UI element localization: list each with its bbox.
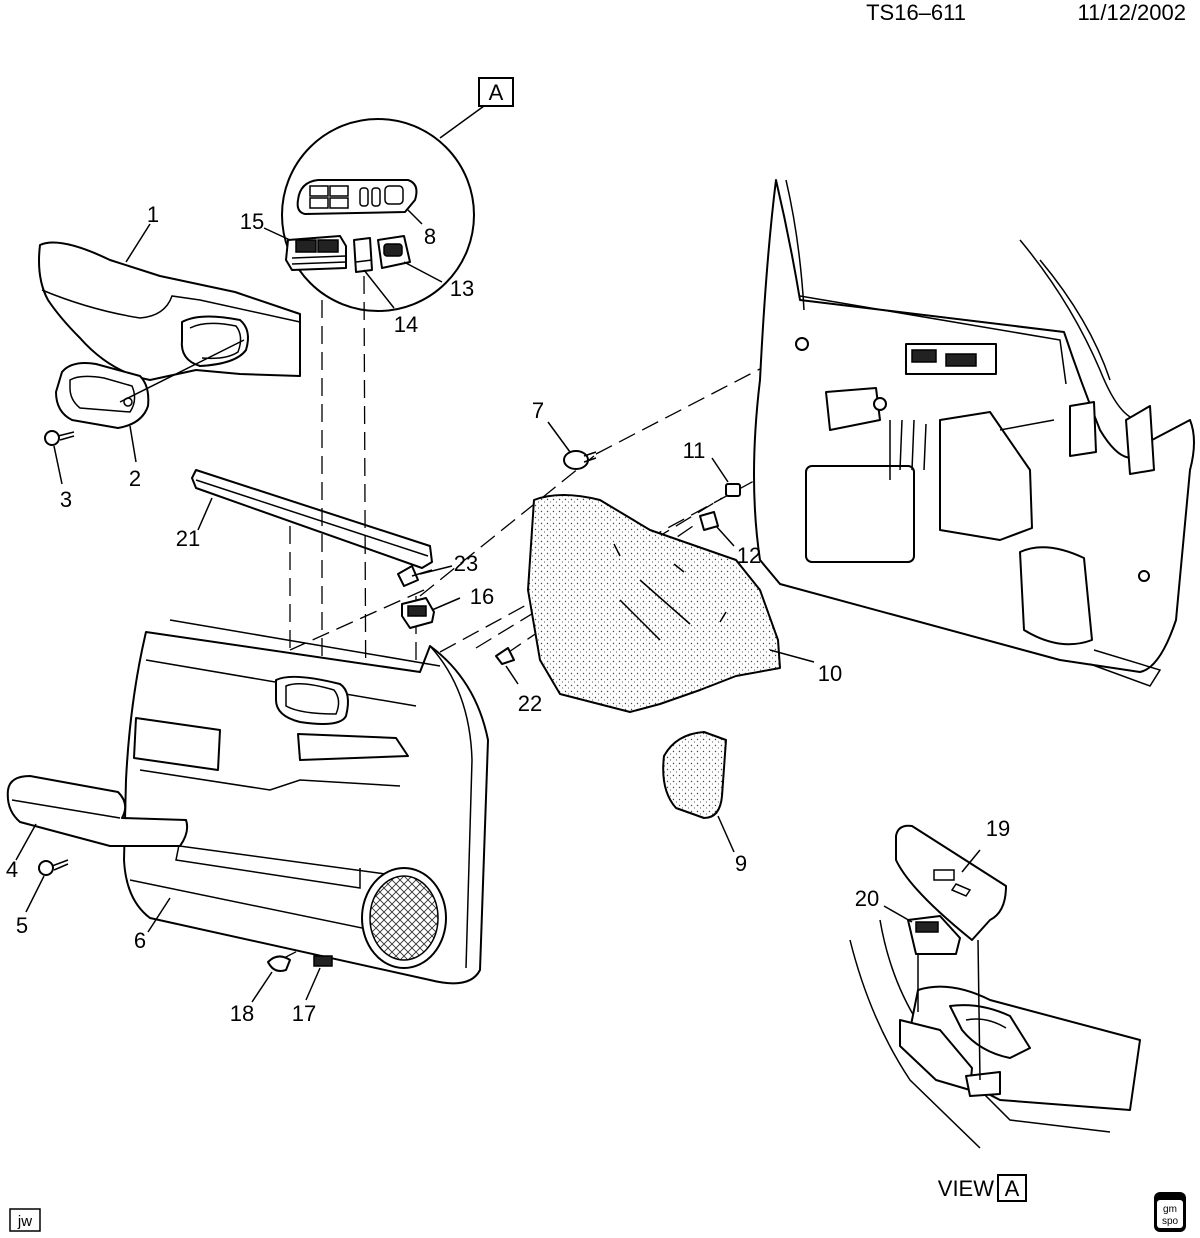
view-caption-letter-box: A — [997, 1174, 1027, 1202]
callout-15: 15 — [240, 209, 264, 234]
callout-16: 16 — [470, 584, 494, 609]
armrest-pull-handle — [6, 775, 189, 847]
callout-13: 13 — [450, 276, 474, 301]
window-sealing-strip — [191, 469, 433, 569]
callout-22: 22 — [518, 691, 542, 716]
callout-11: 11 — [683, 438, 706, 463]
callout-4: 4 — [6, 857, 18, 882]
reflector-clip — [313, 955, 333, 967]
view-a-reference-box: A — [478, 77, 514, 107]
callout-12: 12 — [737, 543, 761, 568]
window-switch-bezel-view-a — [895, 824, 1007, 941]
switch-bezel — [296, 179, 418, 215]
lock-switch — [353, 237, 373, 273]
callout-10: 10 — [818, 661, 842, 686]
mirror-switch — [377, 235, 411, 269]
gm-spo-logo: gm spo — [1154, 1192, 1186, 1232]
callout-21: 21 — [176, 526, 200, 551]
view-a-leader — [439, 105, 485, 139]
detail-circle — [281, 118, 475, 312]
drawing-id: TS16–611 — [866, 0, 966, 25]
water-deflector — [527, 494, 781, 713]
pull-cup-bezel — [55, 362, 150, 429]
callout-18: 18 — [230, 1001, 254, 1026]
callout-20: 20 — [855, 886, 879, 911]
drawing-date: 11/12/2002 — [1078, 0, 1186, 25]
svg-text:spo: spo — [1162, 1216, 1179, 1227]
trim-bolt — [397, 565, 433, 587]
view-caption-label: VIEW — [938, 1176, 994, 1201]
door-inner-panel — [753, 179, 1195, 687]
svg-text:jw: jw — [17, 1213, 32, 1230]
callout-17: 17 — [292, 1001, 316, 1026]
courtesy-lamp-switch — [401, 597, 435, 629]
svg-text:gm: gm — [1163, 1204, 1177, 1215]
door-trim-panel — [123, 619, 489, 985]
svg-text:A: A — [1005, 1176, 1020, 1201]
callout-1: 1 — [147, 202, 159, 227]
door-upper-trim-panel — [38, 241, 301, 381]
svg-text:A: A — [489, 80, 504, 105]
door-plug — [563, 450, 597, 470]
sound-insulator-pad — [662, 731, 727, 819]
view-a-inset — [849, 919, 1141, 1149]
callout-5: 5 — [16, 913, 28, 938]
callout-7: 7 — [532, 398, 544, 423]
screw — [44, 430, 75, 446]
callout-9: 9 — [735, 851, 747, 876]
callout-19: 19 — [986, 816, 1010, 841]
water-deflector-clip — [725, 483, 741, 497]
callout-23: 23 — [454, 551, 478, 576]
callout-8: 8 — [424, 224, 436, 249]
retainer-clip — [267, 955, 291, 972]
callout-2: 2 — [129, 466, 141, 491]
callout-14: 14 — [394, 312, 418, 337]
callout-3: 3 — [60, 487, 72, 512]
artist-initials-box: jw — [9, 1208, 41, 1232]
window-switch-block — [285, 235, 347, 271]
retainer-pin — [495, 647, 515, 665]
callout-6: 6 — [134, 928, 146, 953]
lock-switch-view-a — [907, 915, 961, 955]
deflector-retainer — [699, 511, 719, 531]
armrest-screw — [38, 859, 69, 876]
